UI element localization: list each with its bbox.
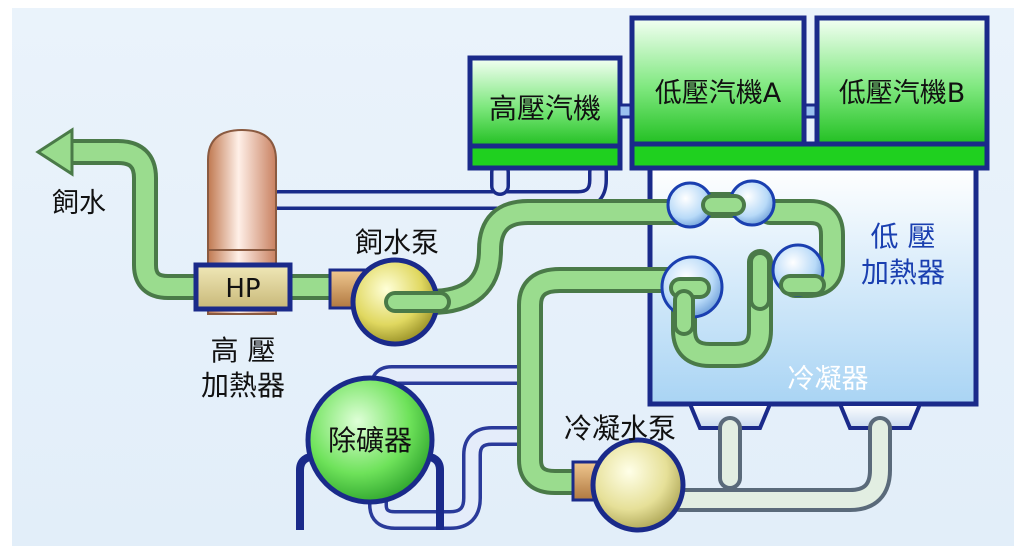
hp-box-label: HP — [225, 274, 260, 304]
condenser-label: 冷凝器 — [788, 364, 869, 395]
hp-heater-label-line1: 高 壓 — [211, 334, 276, 367]
hp-turbine-label: 高壓汽機 — [489, 92, 601, 125]
deaerator-label: 除礦器 — [328, 424, 412, 457]
lp-turbine-a — [629, 15, 807, 147]
feedwater-arrow-icon — [35, 127, 74, 177]
hp-turbine — [467, 55, 623, 171]
feed-pump-label: 飼水泵 — [355, 226, 439, 259]
lp-turbine-base — [629, 141, 990, 171]
hp-heater — [193, 128, 293, 315]
condensate-pump — [571, 437, 686, 533]
lp-heater-pipe-overlay — [669, 194, 826, 336]
hp-heater-label-line2: 加熱器 — [201, 369, 285, 402]
deaerator — [296, 375, 444, 530]
condensate-pump-label: 冷凝水泵 — [564, 412, 676, 445]
lp-heater-label-line2: 加熱器 — [861, 256, 945, 289]
feedwater-label: 飼水 — [52, 188, 106, 219]
lp-turbine-a-label: 低壓汽機A — [655, 78, 782, 109]
lp-turbine-b-label: 低壓汽機B — [839, 78, 966, 109]
lp-heater-label-line1: 低 壓 — [871, 220, 936, 253]
